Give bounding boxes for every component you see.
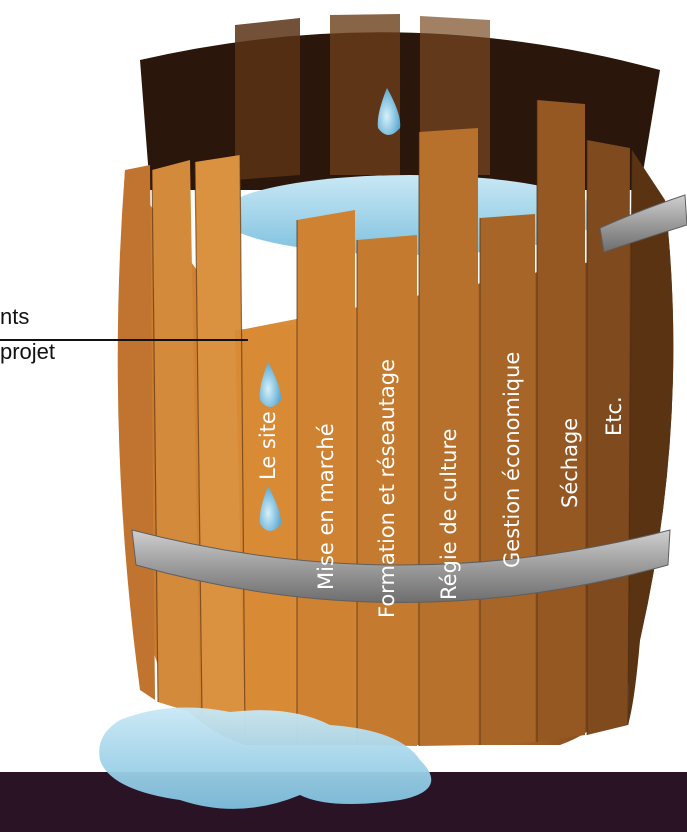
stave-label-site: Le site — [256, 411, 280, 480]
stave-label-etc: Etc. — [602, 396, 626, 436]
stave-label-formation: Formation et réseautage — [375, 359, 399, 618]
stave-label-sechage: Séchage — [558, 418, 582, 508]
stave-left-3 — [195, 155, 245, 730]
callout-text-line2: projet — [0, 339, 55, 365]
stave-left-2 — [152, 160, 200, 715]
callout-text-line1: nts — [0, 304, 29, 330]
stave-label-regie: Régie de culture — [437, 428, 461, 600]
stave-label-gestion: Gestion économique — [500, 352, 524, 568]
stave-label-mise: Mise en marché — [314, 423, 338, 590]
stave-left-1 — [118, 165, 155, 700]
barrel-back-staves — [235, 18, 300, 180]
